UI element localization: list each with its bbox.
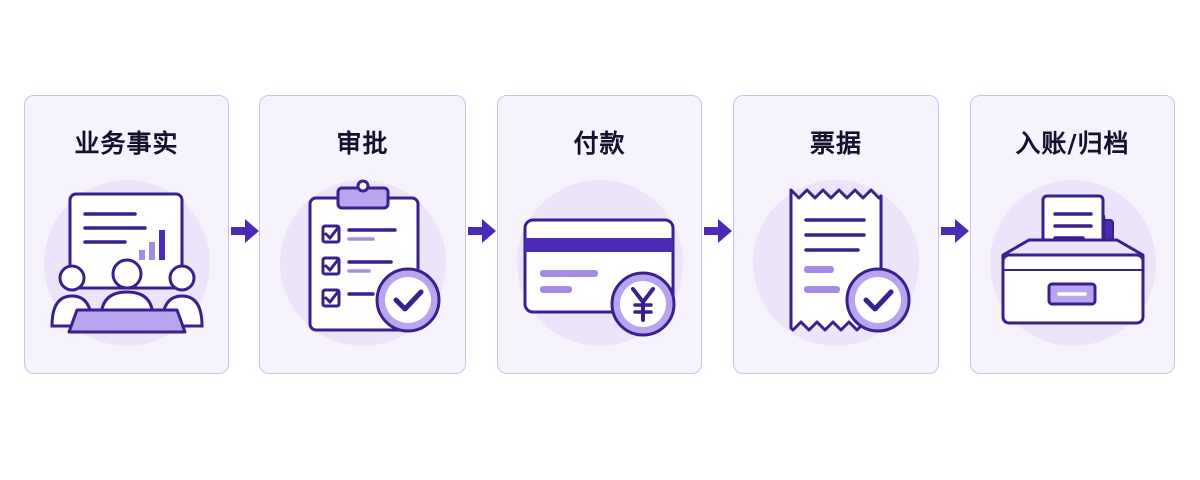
step-title: 入账/归档	[1015, 129, 1130, 158]
step-title: 付款	[573, 129, 626, 158]
payment-card-yuan-icon	[510, 178, 690, 348]
step-card-approval: 审批	[259, 95, 466, 374]
step-card-business-facts: 业务事实	[24, 95, 229, 374]
approval-clipboard-icon	[273, 178, 453, 348]
step-title: 审批	[336, 129, 389, 158]
step-title: 票据	[809, 129, 862, 158]
arrow-right-icon	[701, 214, 735, 248]
archive-drawer-icon	[983, 178, 1163, 348]
receipt-check-icon	[746, 178, 926, 348]
arrow-right-icon	[228, 214, 262, 248]
step-card-receipt: 票据	[733, 95, 939, 374]
arrow-right-icon	[465, 214, 499, 248]
step-title: 业务事实	[74, 129, 179, 158]
step-card-archive: 入账/归档	[970, 95, 1175, 374]
arrow-right-icon	[938, 214, 972, 248]
step-card-payment: 付款	[497, 95, 702, 374]
business-meeting-icon	[37, 178, 217, 348]
